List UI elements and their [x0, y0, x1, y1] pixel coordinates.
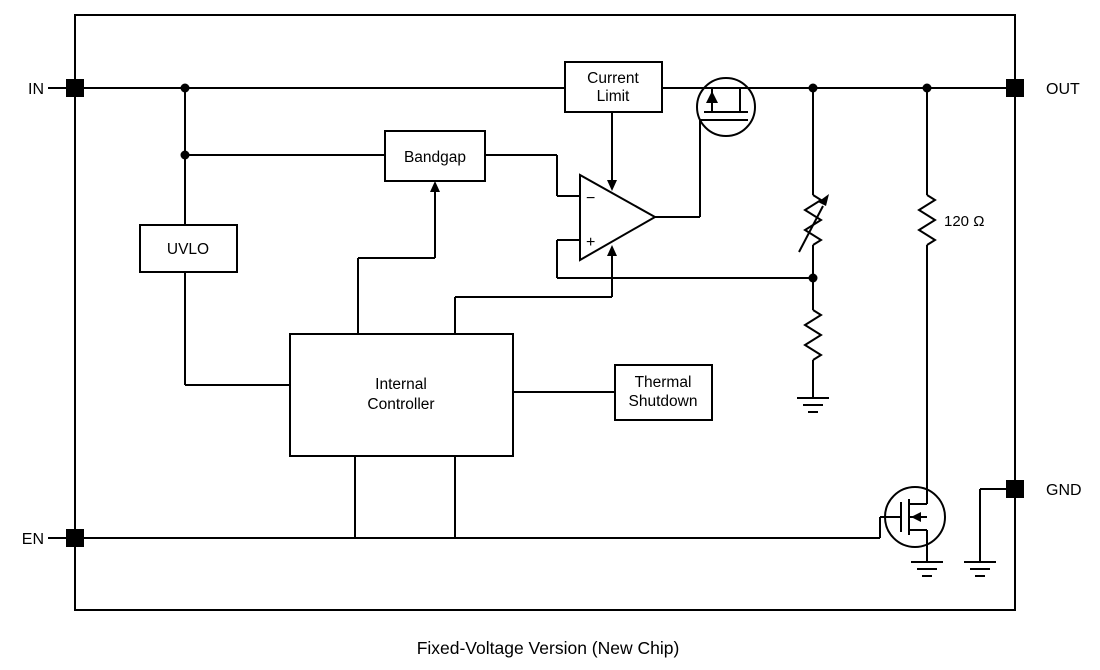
bandgap-label: Bandgap — [404, 149, 466, 166]
internal-controller-label-line1: Internal — [375, 376, 427, 393]
bandgap-block — [384, 130, 486, 182]
thermal-shutdown-label-line2: Shutdown — [629, 393, 698, 410]
uvlo-label: UVLO — [167, 241, 209, 258]
current-limit-block — [564, 61, 663, 113]
internal-controller-block — [289, 333, 514, 457]
en-pin-pad — [66, 529, 84, 547]
wiring — [48, 87, 1006, 562]
internal-controller-label-line2: Controller — [367, 396, 434, 413]
diagram-caption: Fixed-Voltage Version (New Chip) — [417, 638, 680, 658]
chip-boundary — [74, 14, 1016, 611]
out-pin-pad — [1006, 79, 1024, 97]
gnd-pin-label: GND — [1046, 482, 1082, 499]
arrowhead-to-amp-bottom — [607, 245, 617, 256]
out-pin-label: OUT — [1046, 81, 1080, 98]
nmos-body-arrow — [911, 512, 921, 522]
variable-resistor-arrow — [798, 205, 824, 253]
en-pin-label: EN — [22, 531, 44, 548]
amp-inverting-label: − — [586, 190, 595, 207]
arrowhead-to-amp-top — [607, 180, 617, 191]
error-amplifier — [579, 173, 658, 262]
junction-dot — [180, 150, 190, 160]
output-resistor-value-label: 120 Ω — [944, 213, 984, 230]
pmos-arrow — [706, 91, 718, 103]
nmos-ground-icon — [911, 561, 943, 577]
gnd-pin-pad — [1006, 480, 1024, 498]
junction-dot — [808, 273, 818, 283]
in-pin-pad — [66, 79, 84, 97]
output-resistor-icon — [917, 194, 937, 246]
arrowhead-to-bandgap — [430, 181, 440, 192]
variable-resistor-arrowhead — [818, 194, 829, 206]
pmos-symbol — [700, 88, 748, 121]
nmos-symbol — [900, 499, 927, 535]
in-pin-label: IN — [28, 81, 44, 98]
junction-dot — [922, 83, 932, 93]
feedback-ground-icon — [797, 397, 829, 413]
feedback-lower-resistor-icon — [803, 309, 823, 361]
feedback-variable-resistor — [798, 194, 829, 253]
junction-dot — [808, 83, 818, 93]
pmos-pass-transistor-icon — [696, 77, 756, 137]
thermal-shutdown-label-line1: Thermal — [635, 374, 692, 391]
amp-noninverting-label: + — [586, 234, 595, 251]
current-limit-label-line1: Current — [587, 70, 639, 87]
current-limit-label-line2: Limit — [597, 88, 630, 105]
uvlo-block — [139, 224, 238, 273]
thermal-shutdown-block — [614, 364, 713, 421]
junction-dot — [180, 83, 190, 93]
gnd-pin-ground-icon — [964, 561, 996, 577]
